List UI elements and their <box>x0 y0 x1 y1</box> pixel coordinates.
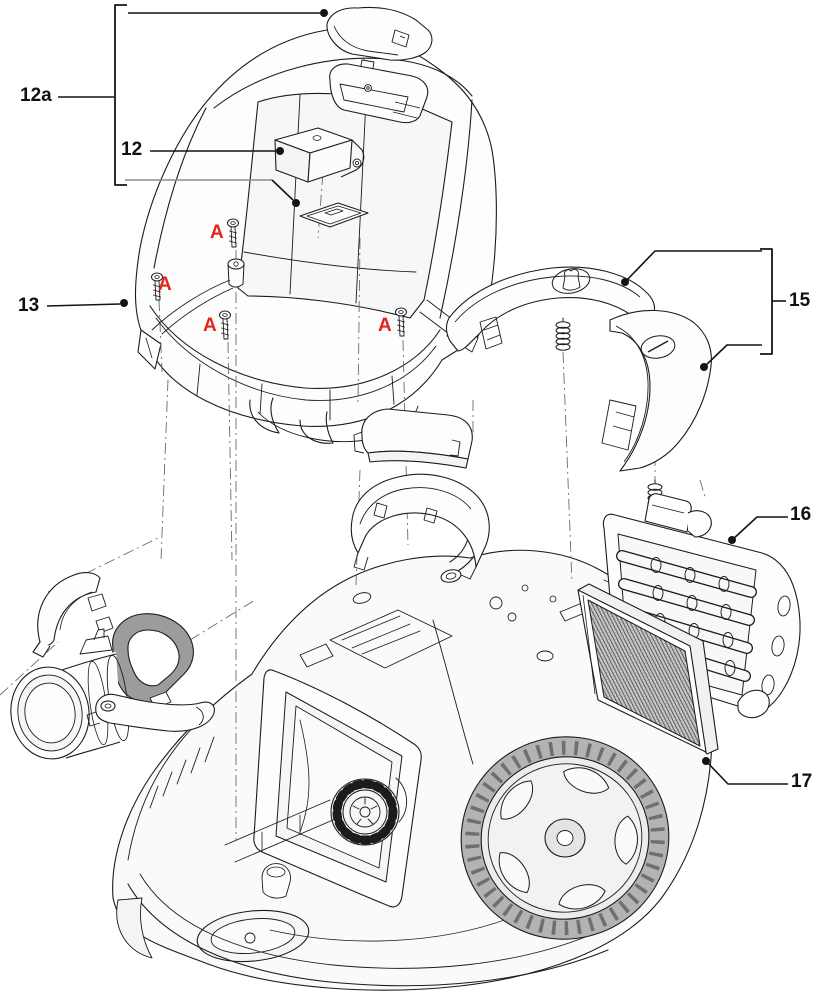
bracket-12a <box>114 4 127 186</box>
screw-a2 <box>151 272 163 301</box>
impeller-icon <box>330 777 408 846</box>
hose-clamp-part <box>32 572 114 658</box>
bracket-15 <box>760 248 773 355</box>
screw-a1 <box>227 218 239 248</box>
latch-plate-part <box>299 202 369 228</box>
screw-marker-a1: A <box>210 222 224 243</box>
latch-part-12 <box>274 127 365 183</box>
leader-lines <box>46 4 788 785</box>
screw-marker-a4: A <box>378 315 392 336</box>
screw-a3 <box>219 310 231 340</box>
callout-17: 17 <box>791 771 813 792</box>
upper-shell-part <box>134 28 497 444</box>
screw-boss-arm <box>151 258 245 335</box>
rear-wheel-part <box>460 736 670 940</box>
screw-a4 <box>395 307 407 337</box>
screw-marker-a3: A <box>203 315 217 336</box>
callout-16: 16 <box>790 504 812 525</box>
cover-15-right-part <box>601 309 712 472</box>
sealing-gasket-part <box>112 613 194 709</box>
spring-left <box>555 317 571 351</box>
callout-13: 13 <box>18 295 40 316</box>
callout-15: 15 <box>789 290 811 311</box>
locking-lever-part <box>86 693 215 732</box>
slot-icon <box>640 335 676 359</box>
hepa-filter-part-17 <box>577 583 719 755</box>
leader-dots <box>120 9 736 765</box>
latch-frame-part <box>329 63 429 124</box>
screws-a <box>151 218 407 340</box>
screw-marker-a2: A <box>158 274 172 295</box>
handle-bracket-part <box>350 473 490 580</box>
dust-flap-part <box>353 408 473 469</box>
callout-12: 12 <box>121 139 143 160</box>
callout-12a: 12a <box>20 85 52 106</box>
cover-15-left-part <box>445 266 656 352</box>
hose-inlet-part <box>10 628 130 760</box>
latch-icon <box>391 29 410 48</box>
